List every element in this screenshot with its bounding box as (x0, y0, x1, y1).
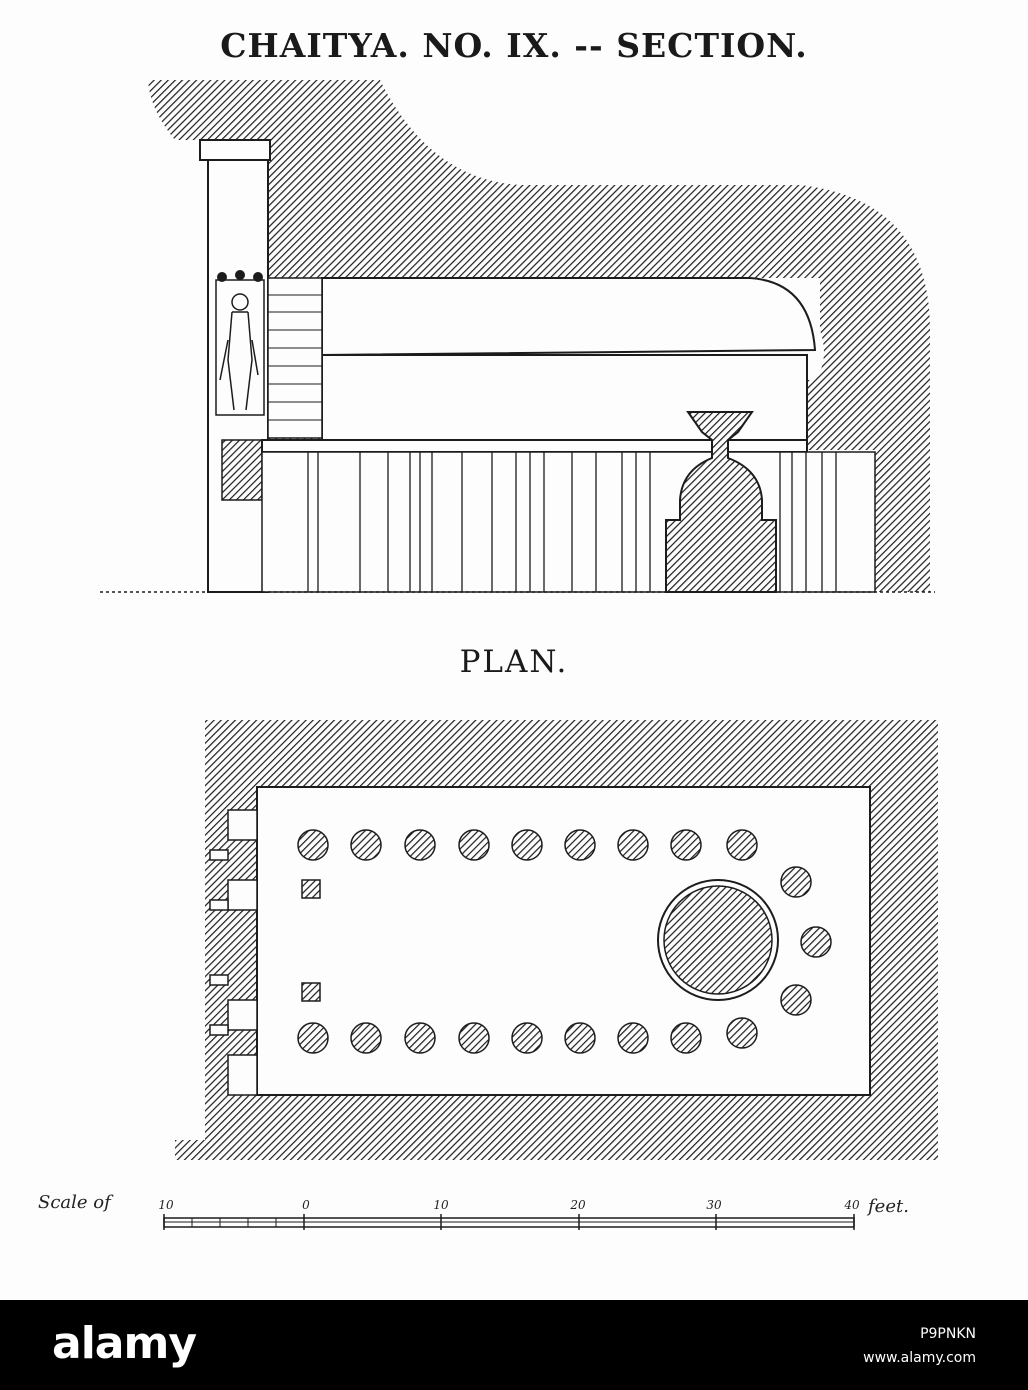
entrance-wall (221, 439, 263, 501)
scale-label: Scale of (38, 1192, 111, 1213)
pillar-lines (307, 452, 837, 592)
image-id: P9PNKN (920, 1326, 976, 1342)
rock-mass-section (148, 80, 930, 592)
rock-mass-plan (175, 720, 938, 1160)
gallery-lines (268, 294, 322, 421)
scale-tick-label: 0 (302, 1198, 310, 1212)
alamy-logo: alamy (52, 1318, 197, 1369)
scale-tick-label: 10 (158, 1198, 174, 1212)
frieze-figures (217, 270, 263, 282)
section-drawing (100, 80, 935, 593)
scale-tick-label: 20 (570, 1198, 586, 1212)
columns-north (297, 829, 758, 861)
facade-openings (209, 809, 258, 1096)
entrance-pier (301, 879, 321, 899)
footer-url: www.alamy.com (863, 1350, 976, 1366)
columns-apse (780, 866, 832, 1016)
scale-tick-label: 30 (706, 1198, 722, 1212)
columns-south (297, 1017, 758, 1054)
standing-figure (219, 293, 259, 411)
scale-unit: feet. (868, 1196, 909, 1217)
scale-tick-label: 10 (433, 1198, 449, 1212)
section-title: CHAITYA. NO. IX. -- SECTION. (220, 26, 808, 65)
facade-cap (199, 139, 271, 161)
stupa-plan (657, 879, 779, 1001)
footer-info: P9PNKN www.alamy.com (863, 1322, 976, 1370)
vault-outline (321, 277, 817, 357)
gallery-screen (267, 277, 323, 439)
watermark-footer: alamy P9PNKN www.alamy.com (0, 1300, 1028, 1390)
colonnade-band (261, 451, 876, 593)
hall-interior (256, 786, 871, 1096)
figure-niche (215, 279, 265, 416)
entrance-pier (301, 982, 321, 1002)
stupa-plan-inner (663, 885, 773, 995)
scale-tick-label: 40 (844, 1198, 860, 1212)
plan-title: PLAN. (459, 644, 569, 680)
drawing-plate: CHAITYA. NO. IX. -- SECTION. (38, 26, 938, 1230)
stupa (665, 411, 777, 593)
